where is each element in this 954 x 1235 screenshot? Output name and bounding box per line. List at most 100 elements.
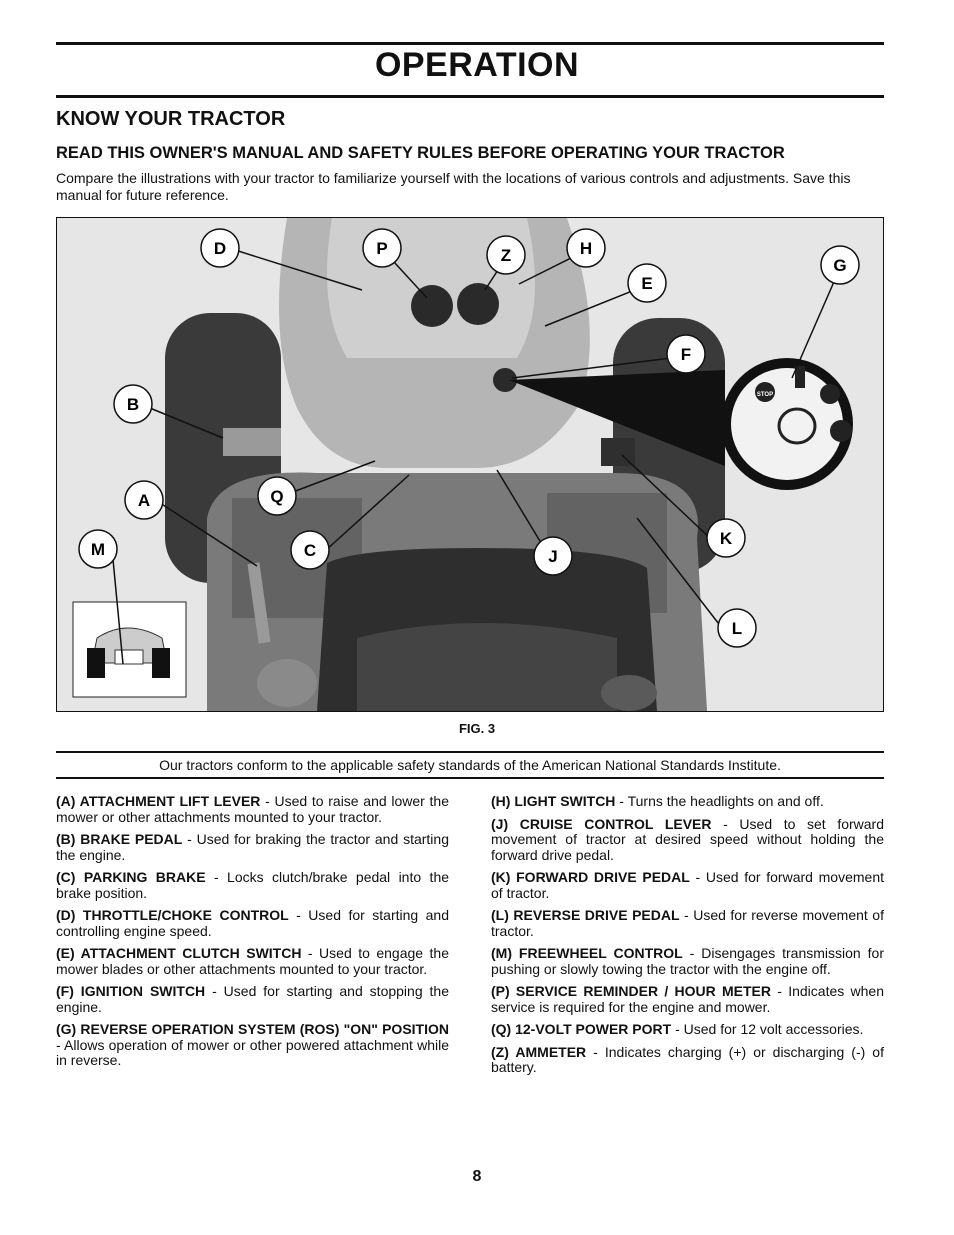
fuel-cap bbox=[257, 659, 317, 707]
callout-m: M bbox=[78, 529, 118, 569]
callout-b: B bbox=[113, 384, 153, 424]
definition-term: (B) BRAKE PEDAL bbox=[56, 831, 183, 847]
definition-desc: - Used for forward movement of tractor. bbox=[491, 869, 884, 901]
ignition-zoom-beam bbox=[509, 370, 725, 466]
callout-f: F bbox=[666, 334, 706, 374]
definition-term: (K) FORWARD DRIVE PEDAL bbox=[491, 869, 690, 885]
callout-j: J bbox=[533, 536, 573, 576]
definition-desc: - Used to raise and lower the mower or o… bbox=[56, 793, 449, 825]
callout-g: G bbox=[820, 245, 860, 285]
definition-item: (C) PARKING BRAKE - Locks clutch/brake p… bbox=[56, 869, 450, 901]
callout-letter: P bbox=[376, 239, 387, 258]
definition-item: (H) LIGHT SWITCH - Turns the headlights … bbox=[491, 793, 884, 810]
definition-item: (P) SERVICE REMINDER / HOUR METER - Indi… bbox=[491, 983, 884, 1015]
definition-desc: - Used for braking the tractor and start… bbox=[56, 831, 449, 863]
callout-letter: B bbox=[127, 395, 139, 414]
definition-term: (L) REVERSE DRIVE PEDAL bbox=[491, 907, 680, 923]
definition-item: (L) REVERSE DRIVE PEDAL - Used for rever… bbox=[491, 907, 884, 939]
definition-term: (H) LIGHT SWITCH bbox=[491, 793, 616, 809]
definition-term: (Z) AMMETER bbox=[491, 1043, 587, 1060]
definition-item: (E) ATTACHMENT CLUTCH SWITCH - Used to e… bbox=[56, 945, 450, 977]
subheading: READ THIS OWNER'S MANUAL AND SAFETY RULE… bbox=[56, 144, 785, 162]
ignition-stop-label: STOP bbox=[757, 392, 773, 398]
definition-desc: - Turns the headlights on and off. bbox=[615, 793, 824, 809]
definition-desc: - Locks clutch/brake pedal into the brak… bbox=[56, 869, 450, 901]
callout-letter: D bbox=[214, 239, 226, 258]
ignition-key-slot bbox=[493, 368, 517, 392]
page-title: OPERATION bbox=[374, 46, 580, 84]
definition-term: (G) REVERSE OPERATION SYSTEM (ROS) "ON" … bbox=[56, 1021, 449, 1037]
callout-z: Z bbox=[486, 235, 526, 275]
cup-holder bbox=[601, 675, 657, 711]
ansi-rule-bottom bbox=[56, 777, 884, 779]
definition-desc: - Used for starting and stopping the eng… bbox=[56, 983, 449, 1015]
callout-letter: K bbox=[720, 529, 733, 548]
definition-term: (M) FREEWHEEL CONTROL bbox=[491, 945, 683, 961]
definition-item: (F) IGNITION SWITCH - Used for starting … bbox=[56, 983, 449, 1015]
definition-item: (Z) AMMETER - Indicates charging (+) or … bbox=[491, 1043, 884, 1076]
callout-letter: M bbox=[91, 540, 105, 559]
tractor-illustration: STOP D P Z H E G F B A Q M C J K L bbox=[57, 218, 883, 711]
callout-c: C bbox=[290, 530, 330, 570]
definition-desc: - Used for 12 volt accessories. bbox=[671, 1021, 864, 1037]
right-column: (H) LIGHT SWITCH - Turns the headlights … bbox=[491, 793, 885, 1083]
definition-term: (D) THROTTLE/CHOKE CONTROL bbox=[56, 907, 289, 923]
figure-caption: FIG. 3 bbox=[458, 721, 496, 736]
definition-desc: - Allows operation of mower or other pow… bbox=[56, 1036, 449, 1068]
lift-lever bbox=[247, 562, 271, 644]
definition-term: (P) SERVICE REMINDER / HOUR METER bbox=[491, 983, 772, 999]
definition-item: (A) ATTACHMENT LIFT LEVER - Used to rais… bbox=[56, 793, 449, 825]
definition-desc: - Used to engage the mower blades or oth… bbox=[56, 945, 450, 977]
callout-l: L bbox=[717, 608, 757, 648]
definition-item: (M) FREEWHEEL CONTROL - Disengages trans… bbox=[491, 945, 884, 977]
definition-term: (C) PARKING BRAKE bbox=[56, 869, 206, 885]
definition-desc: - Indicates when service is required for… bbox=[491, 983, 884, 1015]
definition-item: (J) CRUISE CONTROL LEVER - Used to set f… bbox=[491, 815, 885, 864]
callout-p: P bbox=[362, 228, 402, 268]
intro-paragraph: Compare the illustrations with your trac… bbox=[56, 170, 851, 203]
hour-meter-gauge bbox=[411, 285, 453, 327]
section-title: KNOW YOUR TRACTOR bbox=[56, 108, 286, 130]
definition-term: (A) ATTACHMENT LIFT LEVER bbox=[56, 793, 261, 809]
definition-item: (D) THROTTLE/CHOKE CONTROL - Used for st… bbox=[56, 907, 450, 939]
callout-letter: Q bbox=[270, 487, 283, 506]
brake-pedal bbox=[223, 428, 281, 456]
left-column: (A) ATTACHMENT LIFT LEVER - Used to rais… bbox=[56, 793, 450, 1076]
definition-term: (E) ATTACHMENT CLUTCH SWITCH bbox=[56, 945, 302, 961]
definition-desc: - Used for starting and controlling engi… bbox=[56, 907, 450, 939]
definition-term: (F) IGNITION SWITCH bbox=[56, 983, 206, 999]
definition-desc: - Used for reverse movement of tractor. bbox=[491, 907, 884, 939]
ansi-note: Our tractors conform to the applicable s… bbox=[159, 757, 781, 773]
callout-d: D bbox=[200, 228, 240, 268]
ammeter-gauge bbox=[457, 283, 499, 325]
definition-desc: - Indicates charging (+) or discharging … bbox=[491, 1043, 884, 1075]
callout-k: K bbox=[706, 518, 746, 558]
callout-a: A bbox=[124, 480, 164, 520]
top-rule bbox=[56, 42, 884, 45]
definition-term: (Q) 12-VOLT POWER PORT bbox=[491, 1021, 672, 1037]
callout-letter: C bbox=[304, 541, 316, 560]
callout-h: H bbox=[566, 228, 606, 268]
tractor-figure: STOP D P Z H E G F B A Q M C J K L bbox=[56, 217, 884, 712]
callout-letter: E bbox=[641, 274, 652, 293]
definition-desc: - Disengages transmission for pushing or… bbox=[491, 945, 884, 977]
definition-term: (J) CRUISE CONTROL LEVER bbox=[491, 815, 712, 832]
title-underline bbox=[56, 95, 884, 98]
callout-q: Q bbox=[257, 476, 297, 516]
callout-labels: D P Z H E G F B A Q M C J K L bbox=[78, 228, 860, 648]
page-number: 8 bbox=[472, 1168, 482, 1185]
callout-letter: A bbox=[138, 491, 150, 510]
definition-desc: - Used to set forward movement of tracto… bbox=[491, 815, 885, 863]
definition-item: (K) FORWARD DRIVE PEDAL - Used for forwa… bbox=[491, 869, 884, 901]
definition-item: (B) BRAKE PEDAL - Used for braking the t… bbox=[56, 831, 449, 863]
definition-item: (G) REVERSE OPERATION SYSTEM (ROS) "ON" … bbox=[56, 1021, 449, 1069]
ansi-rule-top bbox=[56, 751, 884, 753]
callout-letter: L bbox=[732, 619, 742, 638]
callout-letter: F bbox=[681, 345, 691, 364]
callout-letter: J bbox=[548, 547, 557, 566]
callout-letter: G bbox=[833, 256, 846, 275]
definition-item: (Q) 12-VOLT POWER PORT - Used for 12 vol… bbox=[491, 1021, 884, 1038]
callout-e: E bbox=[627, 263, 667, 303]
callout-letter: H bbox=[580, 239, 592, 258]
callout-letter: Z bbox=[501, 246, 511, 265]
